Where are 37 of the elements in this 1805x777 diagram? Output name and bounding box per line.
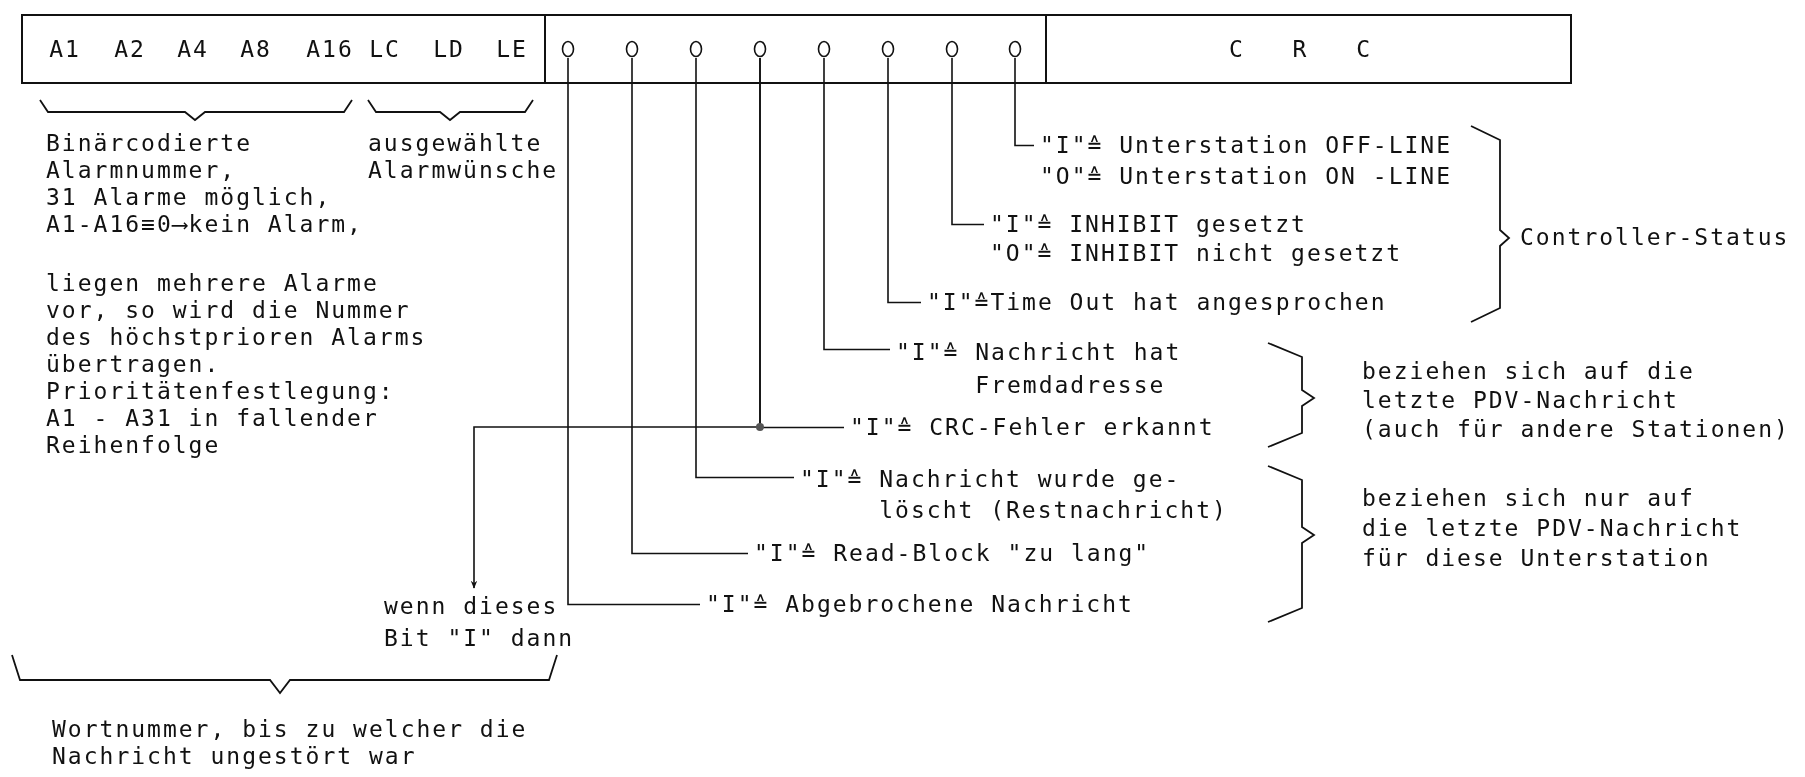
crc-field: C R C bbox=[1045, 14, 1572, 84]
bit-label: LC bbox=[369, 36, 401, 63]
arrow bbox=[470, 57, 761, 589]
leader-line bbox=[695, 57, 795, 479]
description-text: beziehen sich nur auf die letzte PDV-Nachricht für diese Unterstation bbox=[1362, 484, 1743, 573]
status-description: "I"≙ INHIBIT gesetzt bbox=[990, 211, 1307, 238]
bit-label: A2 bbox=[114, 36, 146, 63]
status-description: "I"≙ Abgebrochene Nachricht bbox=[706, 591, 1134, 618]
bit-label: A1 bbox=[49, 36, 81, 63]
bit-label: A16 bbox=[306, 36, 354, 63]
status-description: "O"≙ Unterstation ON -LINE bbox=[1040, 163, 1453, 190]
bit-label: A4 bbox=[177, 36, 209, 63]
leader-line bbox=[631, 57, 749, 555]
bit-label: LD bbox=[433, 36, 465, 63]
bit-label: LE bbox=[496, 36, 528, 63]
field-box bbox=[544, 14, 1047, 84]
description-text: ausgewählte Alarmwünsche bbox=[368, 130, 559, 184]
status-description: "I"≙ Nachricht wurde ge- löscht (Restnachricht) bbox=[800, 464, 1228, 526]
status-description: "O"≙ INHIBIT nicht gesetzt bbox=[990, 240, 1403, 267]
status-description: "I"≙ Read-Block "zu lang" bbox=[754, 540, 1151, 567]
status-description: "I"≙ Nachricht hat Fremdadresse bbox=[896, 336, 1182, 402]
description-text: beziehen sich auf die letzte PDV-Nachricht (auch für andere Stationen) bbox=[1362, 357, 1790, 444]
status-description: "I"≙ Unterstation OFF-LINE bbox=[1040, 132, 1453, 159]
field-box bbox=[21, 14, 546, 84]
leader-line bbox=[1014, 57, 1035, 147]
note-text: wenn dieses Bit "I" dann bbox=[384, 590, 575, 654]
leader-line bbox=[887, 57, 922, 304]
description-text: Binärcodierte Alarmnummer, 31 Alarme möglich, A1-A16≡0⟶kein Alarm, bbox=[46, 130, 363, 238]
leader-line bbox=[951, 57, 985, 226]
status-description: "I"≙Time Out hat angesprochen bbox=[927, 289, 1387, 316]
status-description: "I"≙ CRC-Fehler erkannt bbox=[850, 414, 1215, 441]
leader-line bbox=[823, 57, 891, 351]
leader-line bbox=[567, 57, 701, 606]
group-label: Controller-Status bbox=[1520, 224, 1790, 251]
bit-label: A8 bbox=[240, 36, 272, 63]
description-text: Wortnummer, bis zu welcher die Nachricht ungestört war bbox=[52, 716, 528, 770]
description-text: liegen mehrere Alarme vor, so wird die Nummer des höchstprioren Alarms übertragen. Prioritätenfestlegung: A1 - A31 in fallender Reihenfolge bbox=[46, 270, 427, 459]
